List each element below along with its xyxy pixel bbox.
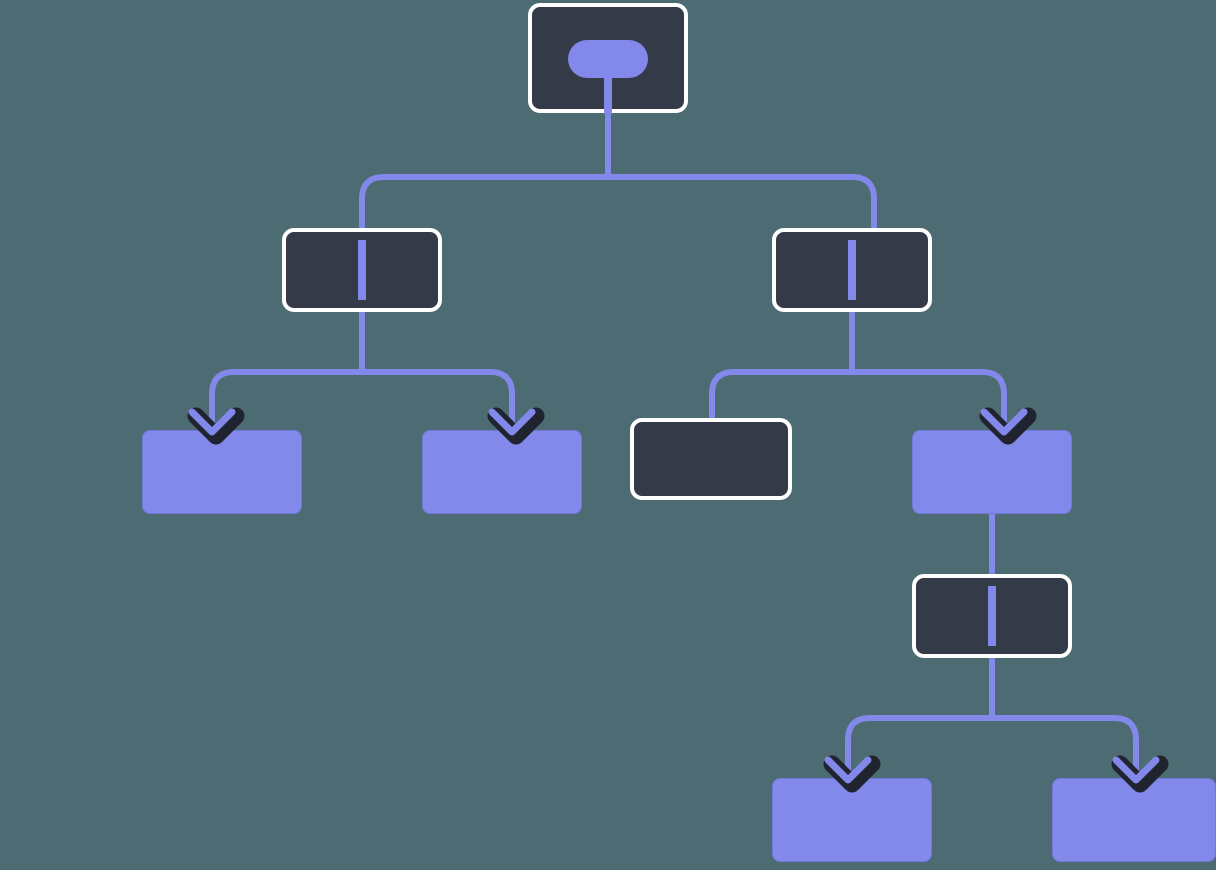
tree-leaf-b[interactable]	[422, 430, 582, 514]
connector-paths	[209, 113, 1139, 784]
connector-segment	[362, 369, 515, 436]
connector-segment	[359, 174, 608, 228]
tree-node-root[interactable]	[528, 3, 688, 114]
tree-node-level2-accent[interactable]	[912, 430, 1072, 514]
connector-segment	[845, 715, 992, 784]
tree-node-level2-dark[interactable]	[630, 418, 792, 500]
through-stem-level1-left	[358, 240, 366, 300]
connector-segment	[992, 715, 1139, 784]
connector-segment	[608, 174, 877, 228]
connector-segment	[852, 369, 1007, 436]
root-stem-shape	[604, 78, 612, 114]
through-stem-level3	[988, 586, 996, 646]
through-stem-level1-right	[848, 240, 856, 300]
root-pill-shape	[568, 40, 648, 78]
connector-segment	[209, 369, 362, 436]
connector-segment	[709, 369, 852, 424]
tree-leaf-c[interactable]	[772, 778, 932, 862]
tree-leaf-a[interactable]	[142, 430, 302, 514]
tree-leaf-d[interactable]	[1052, 778, 1216, 862]
